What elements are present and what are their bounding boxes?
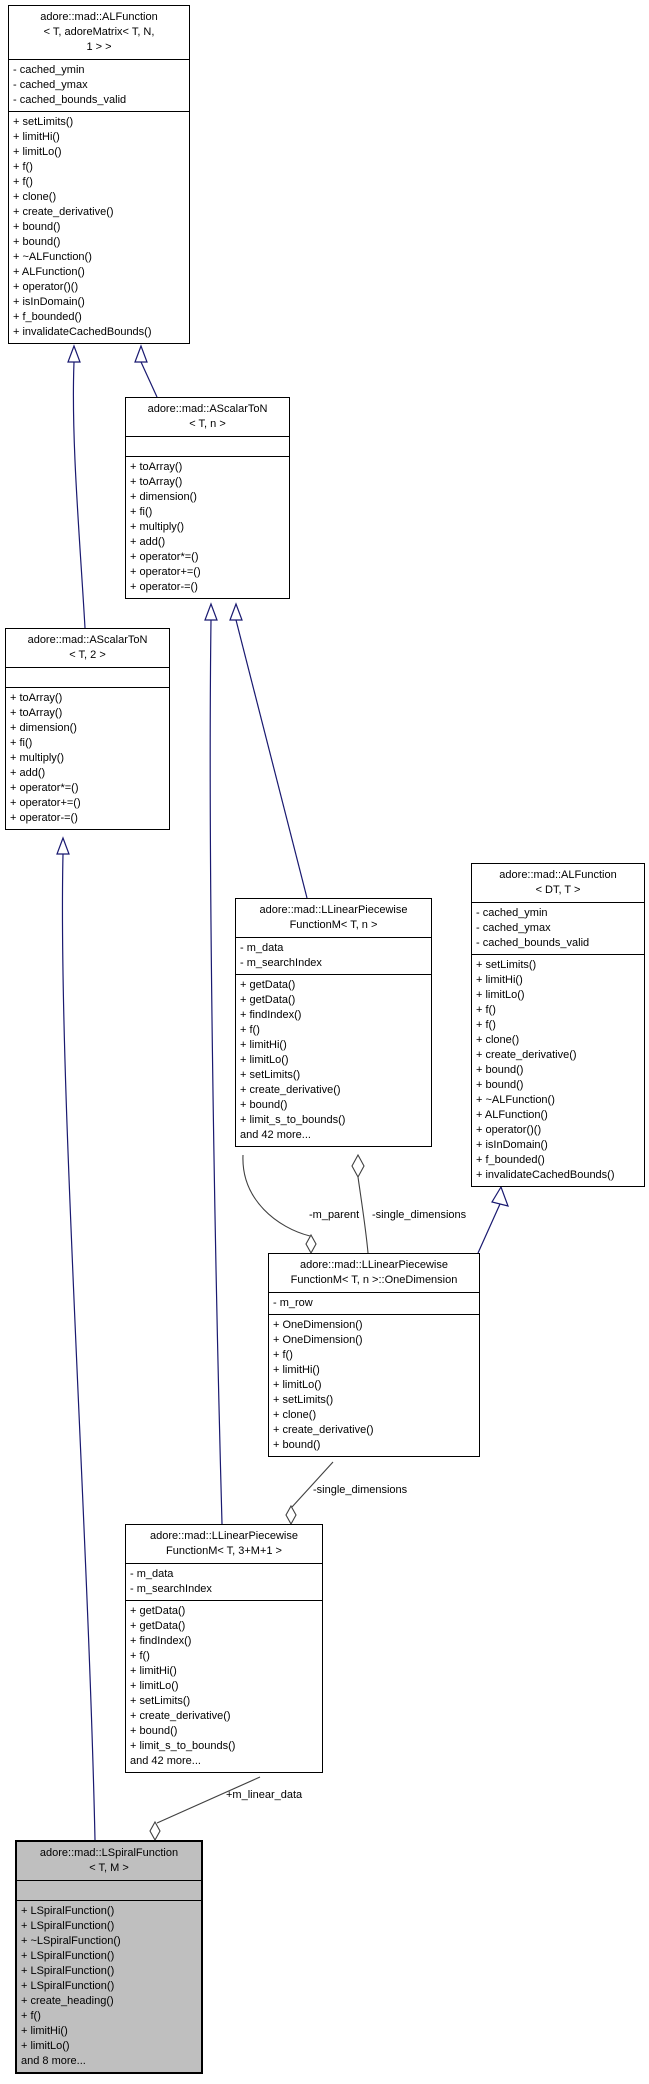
inheritance-edge-ascalarton2-to-alfunction bbox=[72, 361, 86, 629]
class-attributes bbox=[126, 437, 289, 457]
class-title: adore::mad::AScalarToN < T, n > bbox=[126, 398, 289, 437]
class-node-ascalarton-n[interactable]: adore::mad::AScalarToN < T, n > + toArra… bbox=[125, 397, 290, 599]
class-methods: + LSpiralFunction()+ LSpiralFunction()+ … bbox=[21, 1905, 121, 2067]
class-methods: + OneDimension()+ OneDimension()+ f()+ l… bbox=[273, 1319, 374, 1451]
class-attributes: - m_row bbox=[269, 1293, 479, 1315]
class-node-llinearpiecewisefunctionm-n[interactable]: adore::mad::LLinearPiecewise FunctionM< … bbox=[235, 898, 432, 1147]
class-title: adore::mad::ALFunction < DT, T > bbox=[472, 864, 644, 903]
inheritance-arrowhead bbox=[491, 1185, 509, 1207]
inheritance-arrowhead bbox=[67, 344, 81, 363]
class-title: adore::mad::AScalarToN < T, 2 > bbox=[6, 629, 169, 668]
class-title: adore::mad::LLinearPiecewise FunctionM< … bbox=[236, 899, 431, 938]
class-node-llinearpiecewisefunctionm-3m1[interactable]: adore::mad::LLinearPiecewise FunctionM< … bbox=[125, 1524, 323, 1773]
class-attributes: - cached_ymin- cached_ymax- cached_bound… bbox=[9, 60, 189, 112]
inheritance-edge-onedim-to-alfunctiondt bbox=[477, 1203, 501, 1254]
class-title: adore::mad::ALFunction < T, adoreMatrix<… bbox=[9, 6, 189, 60]
inheritance-edge-llpfmn-to-ascalartonn bbox=[235, 619, 308, 899]
inheritance-edge-ascalartonn-to-alfunction bbox=[140, 361, 158, 398]
edge-label-m-parent: -m_parent bbox=[309, 1209, 360, 1221]
class-node-alfunction-adorematrix[interactable]: adore::mad::ALFunction < T, adoreMatrix<… bbox=[8, 5, 190, 344]
aggregation-diamond bbox=[305, 1233, 317, 1255]
class-title: adore::mad::LLinearPiecewise FunctionM< … bbox=[126, 1525, 322, 1564]
class-attributes: - m_data- m_searchIndex bbox=[126, 1564, 322, 1601]
class-attributes: - cached_ymin- cached_ymax- cached_bound… bbox=[472, 903, 644, 955]
aggregation-edge-m-linear-data bbox=[156, 1776, 261, 1824]
class-title: adore::mad::LLinearPiecewise FunctionM< … bbox=[269, 1254, 479, 1293]
aggregation-edge-single-dimensions-lower bbox=[291, 1461, 334, 1508]
inheritance-edge-lspiral-to-ascalarton2 bbox=[61, 853, 96, 1841]
inheritance-arrowhead bbox=[56, 836, 70, 855]
class-attributes bbox=[17, 1881, 201, 1901]
inheritance-arrowhead bbox=[229, 602, 243, 621]
inheritance-edge-llpfm3m1-to-ascalartonn bbox=[209, 619, 223, 1525]
class-attributes: - m_data- m_searchIndex bbox=[236, 938, 431, 975]
aggregation-diamond bbox=[285, 1504, 297, 1526]
class-methods: + getData()+ getData()+ findIndex()+ f()… bbox=[240, 979, 346, 1141]
class-node-alfunction-dt[interactable]: adore::mad::ALFunction < DT, T > - cache… bbox=[471, 863, 645, 1187]
class-methods: + toArray()+ toArray()+ dimension()+ fi(… bbox=[130, 461, 201, 593]
aggregation-edge-m-parent bbox=[242, 1154, 311, 1237]
inheritance-arrowhead bbox=[204, 602, 218, 621]
class-methods: + toArray()+ toArray()+ dimension()+ fi(… bbox=[10, 692, 81, 824]
aggregation-diamond bbox=[351, 1153, 365, 1179]
aggregation-edge-single-dimensions-upper bbox=[357, 1176, 369, 1254]
edge-label-single-dimensions-upper: -single_dimensions bbox=[372, 1209, 467, 1221]
class-methods: + setLimits()+ limitHi()+ limitLo()+ f()… bbox=[13, 116, 152, 338]
class-methods: + getData()+ getData()+ findIndex()+ f()… bbox=[130, 1605, 236, 1767]
class-node-onedimension[interactable]: adore::mad::LLinearPiecewise FunctionM< … bbox=[268, 1253, 480, 1457]
edge-label-single-dimensions-lower: -single_dimensions bbox=[313, 1484, 408, 1496]
class-methods: + setLimits()+ limitHi()+ limitLo()+ f()… bbox=[476, 959, 615, 1181]
class-title: adore::mad::LSpiralFunction < T, M > bbox=[17, 1842, 201, 1881]
edge-label-m-linear-data: +m_linear_data bbox=[226, 1789, 303, 1801]
class-node-ascalarton-2[interactable]: adore::mad::AScalarToN < T, 2 > + toArra… bbox=[5, 628, 170, 830]
aggregation-diamond bbox=[149, 1820, 161, 1842]
class-attributes bbox=[6, 668, 169, 688]
inheritance-arrowhead bbox=[134, 344, 148, 363]
class-node-lspiralfunction-current[interactable]: adore::mad::LSpiralFunction < T, M > + L… bbox=[15, 1840, 203, 2074]
